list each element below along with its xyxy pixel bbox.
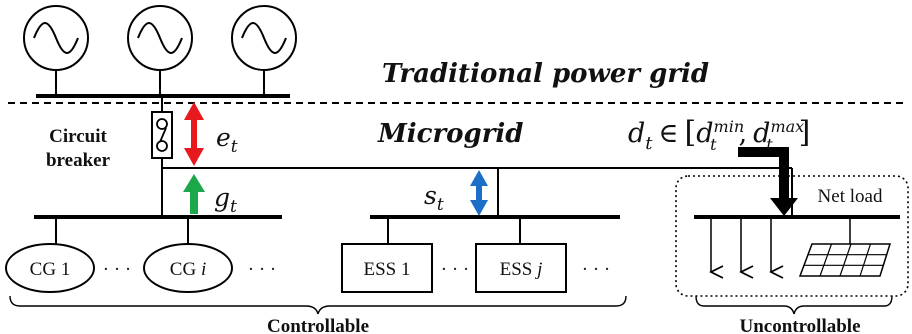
cg-i-label: CG i <box>170 259 206 280</box>
ac-source-icon <box>137 22 183 54</box>
generation-arrow <box>183 174 205 214</box>
circuit-breaker-label-line2: breaker <box>46 150 111 171</box>
net-load-label: Net load <box>818 186 883 207</box>
solar-panel-icon <box>798 217 892 277</box>
ess-j-label: ESS j <box>500 259 543 280</box>
storage-arrow <box>470 170 488 216</box>
uncontrollable-brace <box>695 295 893 315</box>
load-arrow-icon <box>711 217 771 272</box>
cg-1-label: CG 1 <box>30 259 71 280</box>
storage-var: st <box>424 181 444 215</box>
circuit-breaker-label-line1: Circuit <box>49 126 107 147</box>
ess-ellipsis-2: · · · <box>582 259 610 280</box>
grid-generator-1 <box>23 5 89 96</box>
microgrid-label: Microgrid <box>377 119 523 149</box>
exchange-var: et <box>216 123 238 157</box>
demand-arrow <box>738 147 798 216</box>
uncontrollable-label: Uncontrollable <box>739 316 860 334</box>
ac-source-icon <box>33 22 79 54</box>
cg-ellipsis-1: · · · <box>103 259 131 280</box>
ess-j: ESS j <box>475 243 567 293</box>
net-load-box <box>675 175 909 297</box>
ac-source-icon <box>241 22 287 54</box>
cg-1: CG 1 <box>5 243 95 293</box>
cg-i: CG i <box>143 243 233 293</box>
ess-ellipsis-1: · · · <box>441 259 469 280</box>
generation-var: gt <box>214 183 237 217</box>
grid-generator-2 <box>127 5 193 96</box>
breaker-icon <box>151 111 173 159</box>
ess-1: ESS 1 <box>341 243 433 293</box>
controllable-brace <box>9 295 627 315</box>
ess-1-label: ESS 1 <box>364 259 411 280</box>
exchange-arrow <box>184 102 204 166</box>
controllable-label: Controllable <box>267 316 369 334</box>
traditional-grid-label: Traditional power grid <box>382 59 709 89</box>
grid-generator-3 <box>231 5 297 96</box>
cg-ellipsis-2: · · · <box>248 259 276 280</box>
